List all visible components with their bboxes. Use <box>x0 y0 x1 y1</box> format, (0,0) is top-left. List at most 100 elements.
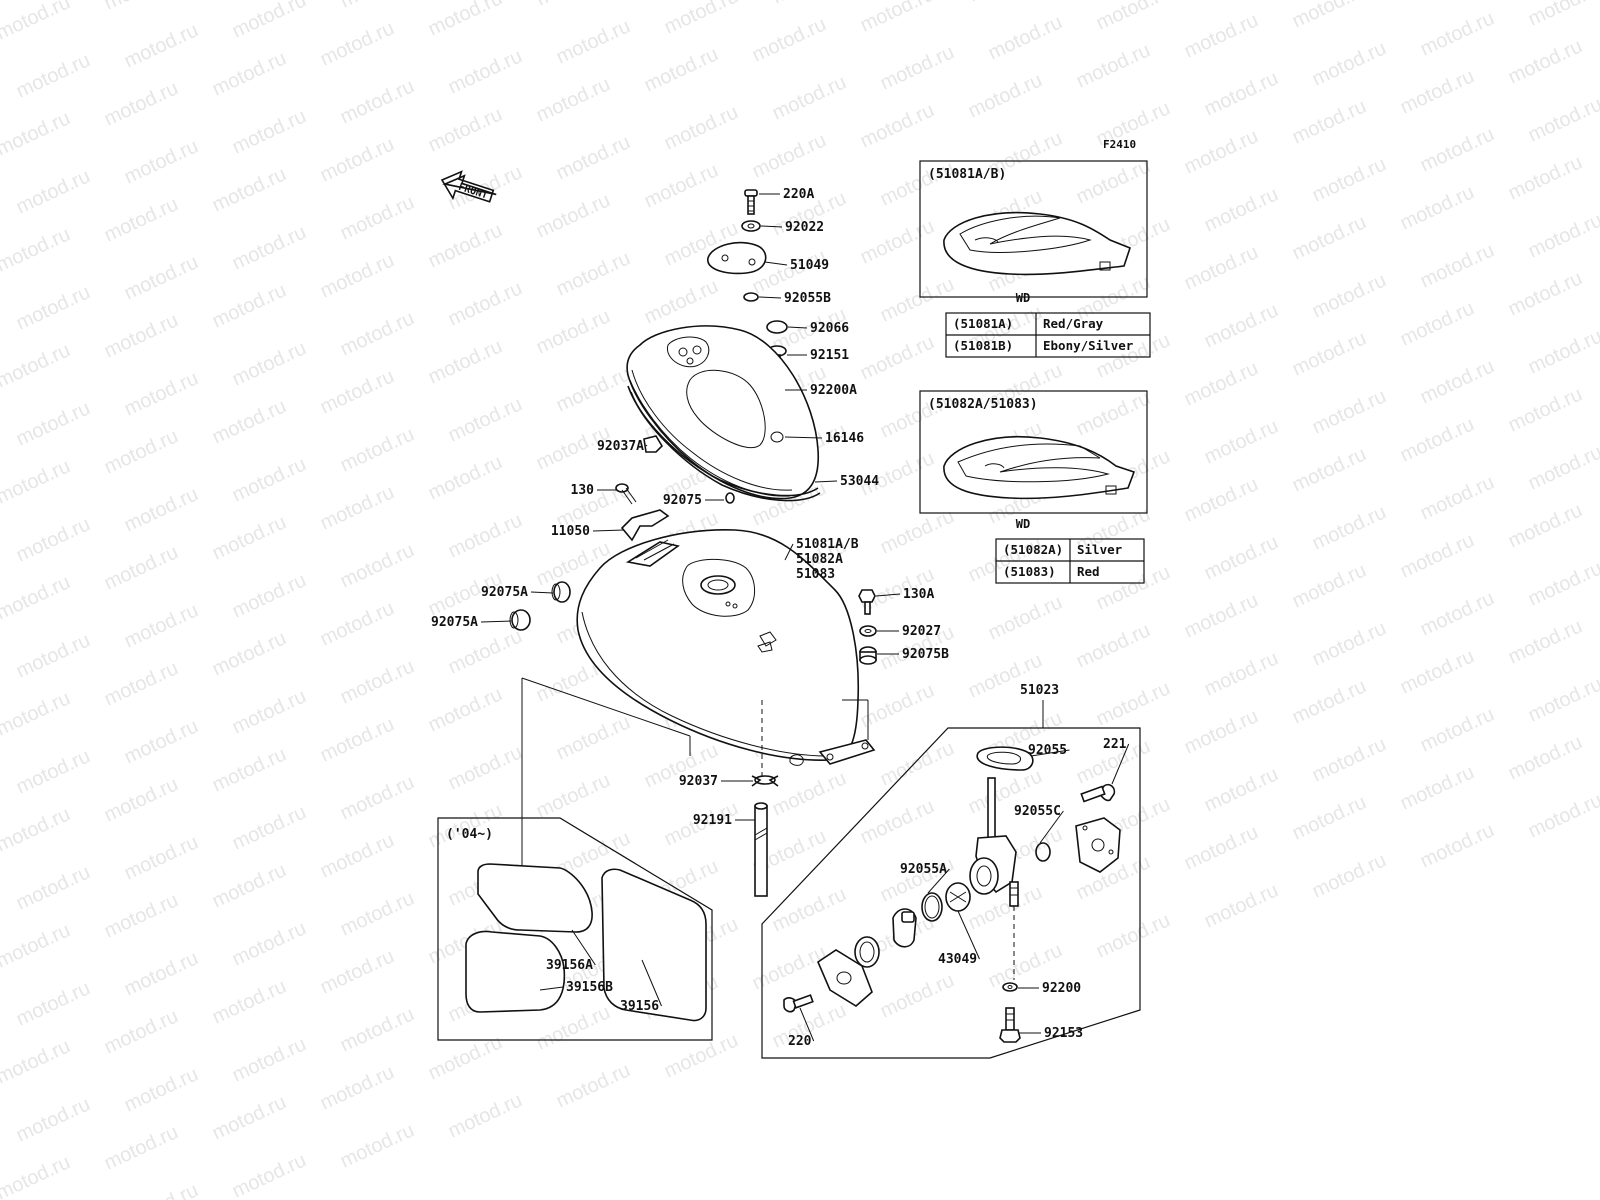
petcock-inset-box <box>761 727 1141 1059</box>
callout-leader <box>645 444 648 447</box>
variant-code: (51081A) <box>953 316 1013 331</box>
bolt-130-icon <box>615 483 637 505</box>
watermark-text: motod.ru <box>0 0 74 45</box>
callout-label: 51049 <box>790 258 829 273</box>
watermark-text: motod.ru <box>101 77 182 130</box>
watermark-text: motod.ru <box>101 773 182 826</box>
watermark-text: motod.ru <box>121 251 202 304</box>
watermark-text: motod.ru <box>337 539 418 592</box>
watermark-text: motod.ru <box>857 795 938 848</box>
callout-leader <box>758 296 782 299</box>
callout-label: 92037A <box>597 439 644 454</box>
bolt-130a-icon <box>858 589 876 615</box>
watermark-text: motod.ru <box>317 945 398 998</box>
watermark-text: motod.ru <box>1093 677 1174 730</box>
callout-label: 92151 <box>810 348 849 363</box>
watermark-text: motod.ru <box>749 941 830 994</box>
watermark-text: motod.ru <box>749 13 830 66</box>
watermark-text: motod.ru <box>1181 473 1262 526</box>
watermark-text: motod.ru <box>209 1091 290 1144</box>
watermark-text: motod.ru <box>425 683 506 736</box>
watermark-text: motod.ru <box>13 977 94 1030</box>
watermark-text: motod.ru <box>445 625 526 678</box>
watermark-text: motod.ru <box>1073 39 1154 92</box>
grommet-92075b-icon <box>859 646 877 665</box>
watermark-text: motod.ru <box>965 0 1046 7</box>
callout-label: 92055C <box>1014 804 1061 819</box>
callout-label: 16146 <box>825 431 864 446</box>
watermark-text: motod.ru <box>13 397 94 450</box>
variant-tables: (51081A/B)WD(51081A)Red/Gray(51081B)Ebon… <box>928 167 1151 584</box>
watermark-text: motod.ru <box>857 99 938 152</box>
watermark-text: motod.ru <box>661 1029 742 1082</box>
bracket-11050-icon <box>620 509 670 542</box>
callout-label: 92055 <box>1028 743 1067 758</box>
watermark-text: motod.ru <box>1289 0 1370 33</box>
watermark-text: motod.ru <box>209 163 290 216</box>
grommet-92075a-lower-icon <box>509 609 531 631</box>
watermark-text: motod.ru <box>121 947 202 1000</box>
seal-ring-icon <box>854 936 880 968</box>
callout-leader <box>592 529 625 532</box>
watermark-text: motod.ru <box>1073 619 1154 672</box>
watermark-text: motod.ru <box>0 455 74 508</box>
watermark-text: motod.ru <box>1201 879 1282 932</box>
watermark-text: motod.ru <box>1417 123 1498 176</box>
watermark-text: motod.ru <box>1289 791 1370 844</box>
watermark-text: motod.ru <box>1525 93 1600 146</box>
variant-inset-sub: WD <box>1016 291 1030 305</box>
callout-label: 130A <box>903 587 934 602</box>
watermark-text: motod.ru <box>1181 9 1262 62</box>
watermark-text: motod.ru <box>1525 789 1600 842</box>
watermark-text: motod.ru <box>0 687 74 740</box>
watermark-text: motod.ru <box>533 0 614 11</box>
lever-plate-icon <box>817 949 873 1007</box>
watermark-text: motod.ru <box>337 423 418 476</box>
callouts: 220A920225104992055B920669215192200A1614… <box>431 187 1130 1049</box>
watermark-text: motod.ru <box>13 1093 94 1146</box>
watermark-text: motod.ru <box>1505 35 1586 88</box>
grommet-92075-icon <box>725 492 735 504</box>
watermark-text: motod.ru <box>1417 239 1498 292</box>
watermark-text: motod.ru <box>1181 589 1262 642</box>
watermark-text: motod.ru <box>317 1061 398 1114</box>
watermark-text: motod.ru <box>101 1121 182 1174</box>
watermark-text: motod.ru <box>553 131 634 184</box>
watermark-text: motod.ru <box>101 193 182 246</box>
callout-label: 92075 <box>663 493 702 508</box>
variant-code: (51082A) <box>1003 542 1063 557</box>
watermark-text: motod.ru <box>985 11 1066 64</box>
watermark-text: motod.ru <box>1201 183 1282 236</box>
watermark-text: motod.ru <box>1525 209 1600 262</box>
watermark-text: motod.ru <box>121 483 202 536</box>
watermark-text: motod.ru <box>209 47 290 100</box>
watermark-text: motod.ru <box>121 367 202 420</box>
watermark-text: motod.ru <box>877 737 958 790</box>
watermark-text: motod.ru <box>0 1035 74 1088</box>
screw-220a-icon <box>744 189 758 215</box>
watermark-text: motod.ru <box>13 165 94 218</box>
watermark-text: motod.ru <box>209 975 290 1028</box>
watermark-text: motod.ru <box>553 15 634 68</box>
watermark-text: motod.ru <box>445 1089 526 1142</box>
watermark-text: motod.ru <box>1181 125 1262 178</box>
watermark-text: motod.ru <box>1525 441 1600 494</box>
watermark-text: motod.ru <box>1525 325 1600 378</box>
callout-leader <box>814 480 838 483</box>
watermark-text: motod.ru <box>229 1033 310 1086</box>
watermark-text: motod.ru <box>101 541 182 594</box>
pad-39156a-icon <box>477 863 593 933</box>
callout-label: 53044 <box>840 474 879 489</box>
callout-leader <box>539 986 564 991</box>
watermark-text: motod.ru <box>533 189 614 242</box>
watermark-text: motod.ru <box>641 43 722 96</box>
watermark-text: motod.ru <box>121 715 202 768</box>
watermark-text: motod.ru <box>229 337 310 390</box>
watermark-text: motod.ru <box>425 1031 506 1084</box>
variant-code: (51081B) <box>953 338 1013 353</box>
watermark-text: motod.ru <box>121 19 202 72</box>
variant-color: Red <box>1077 564 1100 579</box>
watermark-text: motod.ru <box>769 0 850 9</box>
watermark-text: motod.ru <box>1201 299 1282 352</box>
watermark-text: motod.ru <box>661 101 742 154</box>
